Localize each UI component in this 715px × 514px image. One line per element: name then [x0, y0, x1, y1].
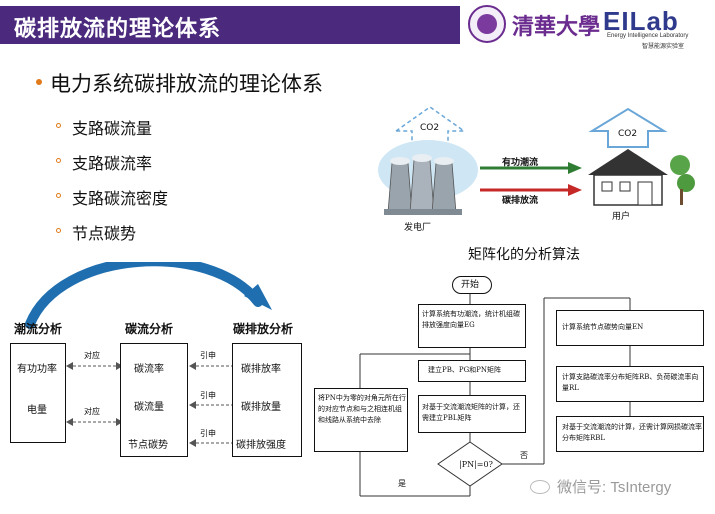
university-name: 清華大學	[512, 14, 601, 40]
active-flow-label: 有功潮流	[502, 158, 539, 168]
sub-bullet-icon	[56, 193, 61, 198]
carbon-flow-label: 碳排放流	[502, 196, 539, 206]
sub-bullet-2: 支路碳流率	[72, 154, 153, 173]
cooling-tower-icon	[387, 162, 413, 214]
power-item-2: 电量	[27, 405, 47, 416]
sub-bullet-icon	[56, 123, 61, 128]
flowchart-lines	[359, 294, 631, 497]
header-carbon-flow: 碳流分析	[125, 322, 174, 336]
emission-item-2: 碳排放量	[241, 402, 281, 413]
curved-arrow-icon	[25, 262, 263, 329]
power-flow-box	[10, 343, 66, 443]
loop-step-text: 将PN中为零的对角元所在行的对应节点和与之相连机组和线路从系统中去除	[318, 394, 406, 424]
sub-bullet-3: 支路碳流密度	[72, 189, 169, 208]
start-label: 开始	[461, 280, 480, 290]
seal-inner-icon	[477, 14, 497, 34]
flow-step-1-text: 计算系统有功潮流，统计机组碳排放强度向量EG	[422, 310, 520, 329]
carbon-flow-box	[120, 343, 188, 457]
flow-step-2-text: 建立PB、PG和PN矩阵	[428, 366, 501, 374]
flowchart-title: 矩阵化的分析算法	[468, 247, 580, 263]
lab-chinese-name: 智慧能源实验室	[642, 43, 685, 50]
plant-label: 发电厂	[404, 223, 432, 233]
wechat-icon	[530, 480, 550, 494]
flow-step-1	[418, 304, 526, 348]
derive-label-3: 引申	[200, 429, 216, 438]
emission-item-1: 碳排放率	[241, 364, 281, 375]
co2-label-left: CO2	[420, 123, 440, 133]
cooling-tower-icon	[409, 159, 435, 214]
flow-step-2	[418, 360, 526, 382]
derive-label-2: 引申	[200, 391, 216, 400]
watermark: 微信号: TsIntergy	[557, 479, 672, 496]
flow-step-5	[556, 366, 704, 402]
correspond-label-1: 对应	[84, 351, 100, 360]
university-seal-icon	[468, 5, 506, 43]
main-bullet: 电力系统碳排放流的理论体系	[50, 72, 323, 96]
power-plant-illustration	[378, 106, 695, 215]
loop-step	[314, 388, 408, 452]
emission-item-3: 碳排放强度	[236, 440, 286, 451]
decision-label: |PN|=0?	[459, 460, 493, 469]
house-roof-icon	[588, 149, 668, 175]
sub-bullet-icon	[56, 228, 61, 233]
header-power-flow: 潮流分析	[14, 322, 63, 336]
co2-arrow-left-icon	[393, 106, 467, 146]
flow-step-4	[556, 310, 704, 346]
flow-step-6-text: 对基于交流潮流的计算，还需计算网损碳流率分布矩阵RBL	[562, 423, 702, 442]
lab-english-name: Energy Intelligence Laboratory	[607, 33, 689, 39]
derive-label-1: 引申	[200, 351, 216, 360]
main-bullet-icon	[36, 79, 42, 85]
sub-bullet-4: 节点碳势	[72, 224, 137, 243]
slide-title: 碳排放流的理论体系	[14, 17, 222, 42]
carbon-item-3: 节点碳势	[128, 440, 168, 451]
flow-step-3-text: 对基于交流潮流矩阵的计算，还需建立PBL矩阵	[422, 403, 520, 422]
cooling-tower-icon	[431, 162, 457, 214]
flow-step-3	[418, 395, 526, 433]
flow-step-4-text: 计算系统节点碳势向量EN	[562, 323, 644, 331]
flow-step-6	[556, 416, 704, 452]
no-label: 否	[520, 451, 528, 460]
co2-label-right: CO2	[618, 129, 638, 139]
carbon-item-2: 碳流量	[134, 402, 164, 413]
start-node	[452, 276, 492, 294]
power-item-1: 有功功率	[17, 364, 57, 375]
emission-box	[232, 343, 302, 457]
flow-step-5-text: 计算支路碳流率分布矩阵RB、负荷碳流率向量RL	[562, 373, 699, 392]
lab-logo: EILab	[603, 6, 679, 36]
correspond-label-2: 对应	[84, 407, 100, 416]
header-emission: 碳排放分析	[233, 322, 294, 336]
co2-arrow-right-icon	[588, 107, 668, 148]
sub-bullet-1: 支路碳流量	[72, 119, 153, 138]
carbon-item-1: 碳流率	[134, 364, 164, 375]
user-label: 用户	[612, 212, 631, 222]
sub-bullet-icon	[56, 158, 61, 163]
yes-label: 是	[398, 479, 406, 488]
tree-icon	[670, 155, 690, 175]
analysis-arrows	[25, 262, 272, 447]
title-bar	[0, 6, 460, 44]
